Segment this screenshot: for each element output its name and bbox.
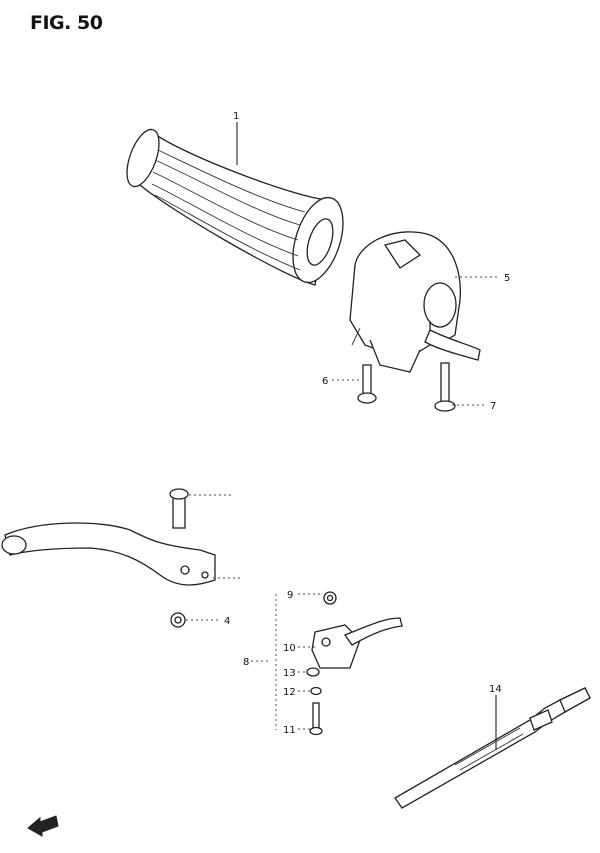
washer-13[interactable] — [306, 667, 320, 677]
label-part-13: 13 — [283, 668, 296, 679]
label-part-14: 14 — [489, 684, 502, 695]
label-part-1: 1 — [233, 111, 239, 122]
label-part-11: 11 — [283, 725, 296, 736]
label-part-7: 7 — [490, 401, 496, 412]
label-part-5: 5 — [504, 273, 510, 284]
front-arrow-icon — [27, 815, 59, 837]
switch-housing[interactable] — [349, 231, 481, 373]
label-part-8: 8 — [243, 657, 249, 668]
brake-light-switch[interactable] — [311, 617, 403, 669]
nut-9[interactable] — [323, 591, 337, 605]
screw-7[interactable] — [434, 362, 456, 412]
label-part-6: 6 — [322, 376, 328, 387]
screw-6[interactable] — [357, 364, 377, 404]
label-part-10: 10 — [283, 643, 296, 654]
spring-washer-12[interactable] — [310, 686, 322, 696]
lever-bolt[interactable] — [169, 488, 189, 529]
cable-strap[interactable] — [394, 687, 591, 809]
nut-4[interactable] — [170, 612, 186, 628]
label-part-9: 9 — [287, 590, 293, 601]
handlebar-grip[interactable] — [121, 125, 353, 288]
brake-lever[interactable] — [1, 522, 216, 586]
screw-11[interactable] — [309, 702, 323, 736]
figure-title: FIG. 50 — [30, 12, 103, 34]
label-part-4: 4 — [224, 616, 230, 627]
label-part-12: 12 — [283, 687, 296, 698]
